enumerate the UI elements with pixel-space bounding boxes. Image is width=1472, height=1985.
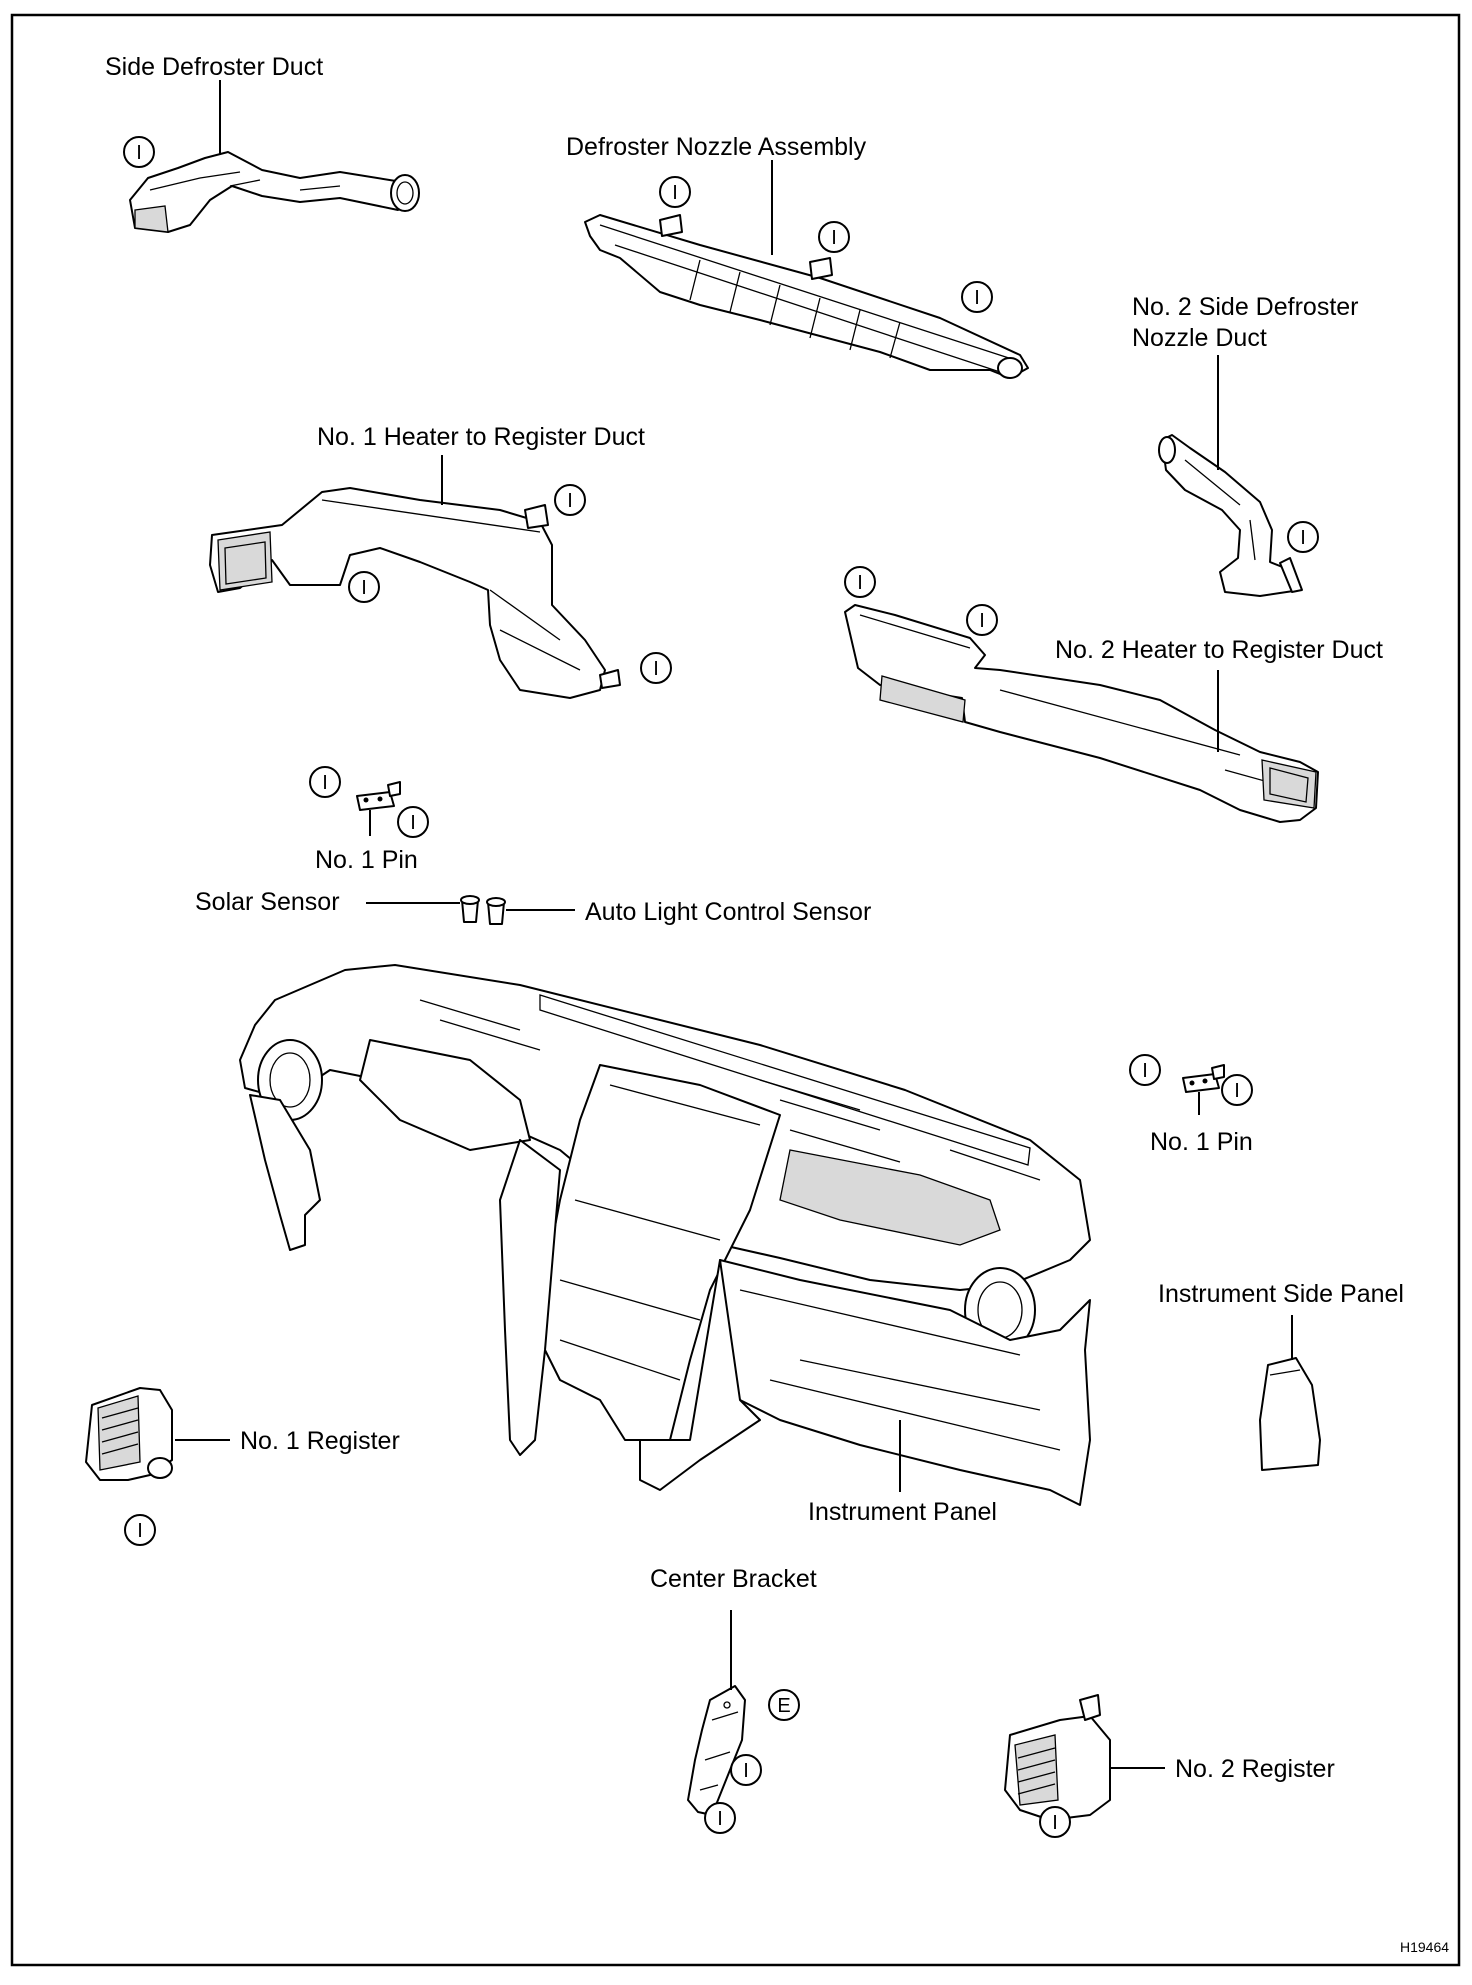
no2-heater-to-register-duct-label: No. 2 Heater to Register Duct [1055,636,1383,664]
defroster-nozzle-assembly-label: Defroster Nozzle Assembly [566,133,867,161]
no1-pin-right-label: No. 1 Pin [1150,1128,1253,1156]
svg-text:I: I [717,1808,723,1830]
svg-text:I: I [567,490,573,512]
side-defroster-duct-label: Side Defroster Duct [105,53,323,81]
clip-marker-i-9: I [844,566,876,598]
svg-text:I: I [979,610,985,632]
clip-marker-i-16: I [730,1754,762,1786]
no1-pin-upper-part [356,781,401,811]
diagram-border [10,13,1461,1967]
clip-marker-i-17: I [704,1802,736,1834]
no1-register-label: No. 1 Register [240,1427,400,1455]
svg-text:I: I [361,577,367,599]
svg-text:I: I [1300,527,1306,549]
no2-side-defroster-label-line1: No. 2 Side Defroster [1132,293,1359,321]
svg-text:I: I [1234,1080,1240,1102]
clip-marker-i-18: I [1039,1806,1071,1838]
no1-register-part [85,1387,173,1481]
svg-text:I: I [974,287,980,309]
clip-marker-i-1: I [123,136,155,168]
figure-code: H19464 [1400,1939,1449,1955]
svg-text:I: I [857,572,863,594]
svg-text:I: I [410,812,416,834]
clip-marker-i-15: I [124,1514,156,1546]
svg-text:I: I [653,658,659,680]
svg-text:I: I [137,1520,143,1542]
svg-text:I: I [322,772,328,794]
no2-register-label: No. 2 Register [1175,1755,1335,1783]
auto-light-control-sensor-part [486,897,506,925]
clip-marker-i-11: I [309,766,341,798]
solar-sensor-label: Solar Sensor [195,888,340,916]
svg-text:I: I [743,1760,749,1782]
auto-light-control-sensor-label: Auto Light Control Sensor [585,898,871,926]
no1-pin-right-part [1182,1064,1225,1093]
svg-text:I: I [1052,1812,1058,1834]
side-defroster-duct-part [129,151,420,233]
instrument-panel-label: Instrument Panel [808,1498,997,1526]
clip-marker-i-4: I [961,281,993,313]
no1-pin-upper-label: No. 1 Pin [315,846,418,874]
instrument-side-panel-label: Instrument Side Panel [1158,1280,1404,1308]
clip-marker-i-10: I [966,604,998,636]
clip-marker-i-6: I [348,571,380,603]
clip-marker-i-14: I [1221,1074,1253,1106]
clip-marker-i-8: I [1287,521,1319,553]
clip-marker-e-1: E [768,1689,800,1721]
instrument-side-panel-part [1259,1357,1321,1471]
no2-heater-to-register-duct-part [844,604,1319,823]
no1-heater-to-register-duct-part [209,487,621,699]
svg-text:I: I [136,142,142,164]
clip-marker-i-2: I [659,176,691,208]
clip-marker-i-13: I [1129,1054,1161,1086]
svg-text:E: E [777,1695,790,1717]
clip-marker-i-5: I [554,484,586,516]
svg-text:I: I [831,227,837,249]
no1-heater-to-register-duct-label: No. 1 Heater to Register Duct [317,423,645,451]
instrument-panel-part [239,964,1091,1506]
center-bracket-label: Center Bracket [650,1565,817,1593]
defroster-nozzle-assembly-part [584,214,1029,379]
clip-marker-i-12: I [397,806,429,838]
no2-side-defroster-label-line2: Nozzle Duct [1132,324,1267,352]
solar-sensor-part [460,895,480,923]
clip-marker-i-7: I [640,652,672,684]
center-bracket-part [687,1685,746,1816]
svg-text:I: I [672,182,678,204]
svg-text:I: I [1142,1060,1148,1082]
no2-register-part [1004,1694,1111,1821]
clip-marker-i-3: I [818,221,850,253]
no2-side-defroster-nozzle-duct-part [1158,434,1303,597]
